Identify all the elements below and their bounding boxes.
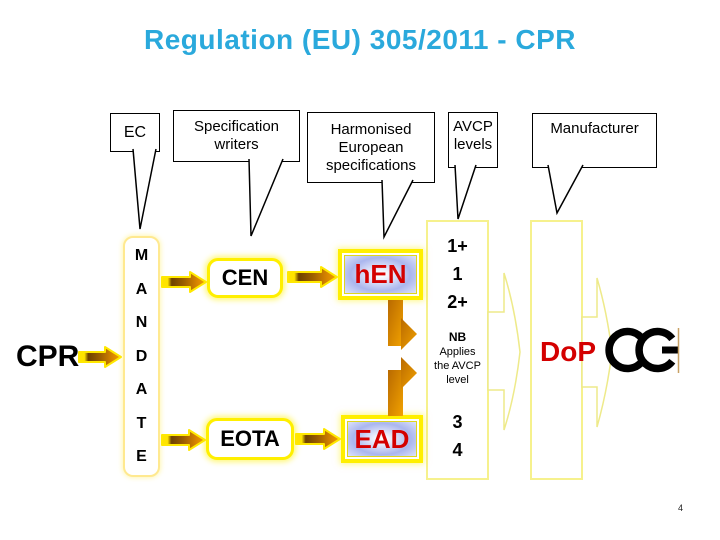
eota-label: EOTA	[220, 426, 280, 451]
arrow-mandate-to-eota-icon	[161, 429, 206, 451]
callout-avcp-line1: AVCP	[453, 118, 493, 135]
callout-tail-manufacturer	[547, 164, 584, 216]
cen-label: CEN	[221, 265, 269, 290]
callout-harmonised-line3: specifications	[325, 156, 417, 174]
callout-harmonised-line2: European	[338, 138, 404, 156]
arrow-ead-to-nb-icon	[388, 357, 417, 416]
mandate-letter: N	[135, 314, 148, 331]
arrow-cpr-to-mandate-icon	[78, 346, 122, 368]
avcp-level-1plus: 1+	[447, 236, 468, 256]
arrow-cen-to-hen-icon	[287, 266, 338, 288]
mandate-letter: A	[135, 280, 148, 298]
avcp-level-3: 3	[452, 412, 463, 432]
hen-label: hEN	[354, 259, 407, 289]
mandate-letter: M	[134, 247, 149, 264]
avcp-level-4: 4	[452, 440, 463, 460]
callout-spec-line2: writers	[214, 136, 259, 153]
callout-tail-specification-writers	[248, 158, 284, 237]
callout-manufacturer: Manufacturer	[532, 113, 657, 168]
mandate-letter: T	[136, 414, 147, 432]
callout-avcp-levels: AVCP levels	[448, 112, 498, 168]
mandate-box: M A N D A T E	[123, 236, 160, 477]
ce-mark-icon	[605, 327, 680, 373]
nb-note-line1: NB	[448, 330, 467, 344]
mandate-letter: A	[135, 381, 148, 398]
ead-label: EAD	[354, 423, 410, 454]
callout-specification-writers: Specification writers	[173, 110, 300, 162]
cpr-label: CPR	[16, 340, 80, 373]
avcp-level-2plus: 2+	[447, 292, 468, 312]
avcp-levels-column: 1+ 1 2+ NB Applies the AVCP level 3 4	[426, 220, 489, 480]
page-number: 4	[678, 503, 684, 513]
nb-note-line2: Applies	[439, 346, 476, 358]
nb-note-line4: level	[446, 374, 469, 386]
cen-box: CEN	[207, 258, 283, 298]
ead-box: EAD	[341, 415, 423, 463]
callout-harmonised-specifications: Harmonised European specifications	[307, 112, 435, 183]
callout-tail-avcp	[454, 164, 477, 220]
hen-box: hEN	[338, 249, 423, 300]
mandate-letter: D	[135, 347, 148, 365]
avcp-level-1: 1	[452, 264, 463, 284]
callout-spec-line1: Specification	[193, 118, 280, 135]
arrow-avcp-to-dop-icon	[487, 272, 521, 431]
dop-label: DoP	[540, 336, 596, 367]
nb-note-line3: the AVCP	[434, 360, 481, 372]
arrow-hen-to-nb-icon	[388, 300, 417, 350]
callout-manufacturer-label: Manufacturer	[550, 120, 639, 137]
mandate-letter: E	[136, 448, 147, 465]
dop-column	[530, 220, 583, 480]
callout-harmonised-line1: Harmonised	[330, 120, 412, 138]
callout-ec: EC	[110, 113, 160, 152]
eota-box: EOTA	[206, 418, 294, 460]
callout-tail-harmonised	[381, 179, 414, 240]
callout-tail-ec	[132, 148, 157, 230]
callout-ec-label: EC	[123, 123, 147, 141]
slide-title: Regulation (EU) 305/2011 - CPR	[143, 24, 576, 55]
callout-avcp-line2: levels	[453, 136, 493, 153]
arrow-mandate-to-cen-icon	[161, 271, 207, 293]
arrow-eota-to-ead-icon	[295, 428, 341, 450]
